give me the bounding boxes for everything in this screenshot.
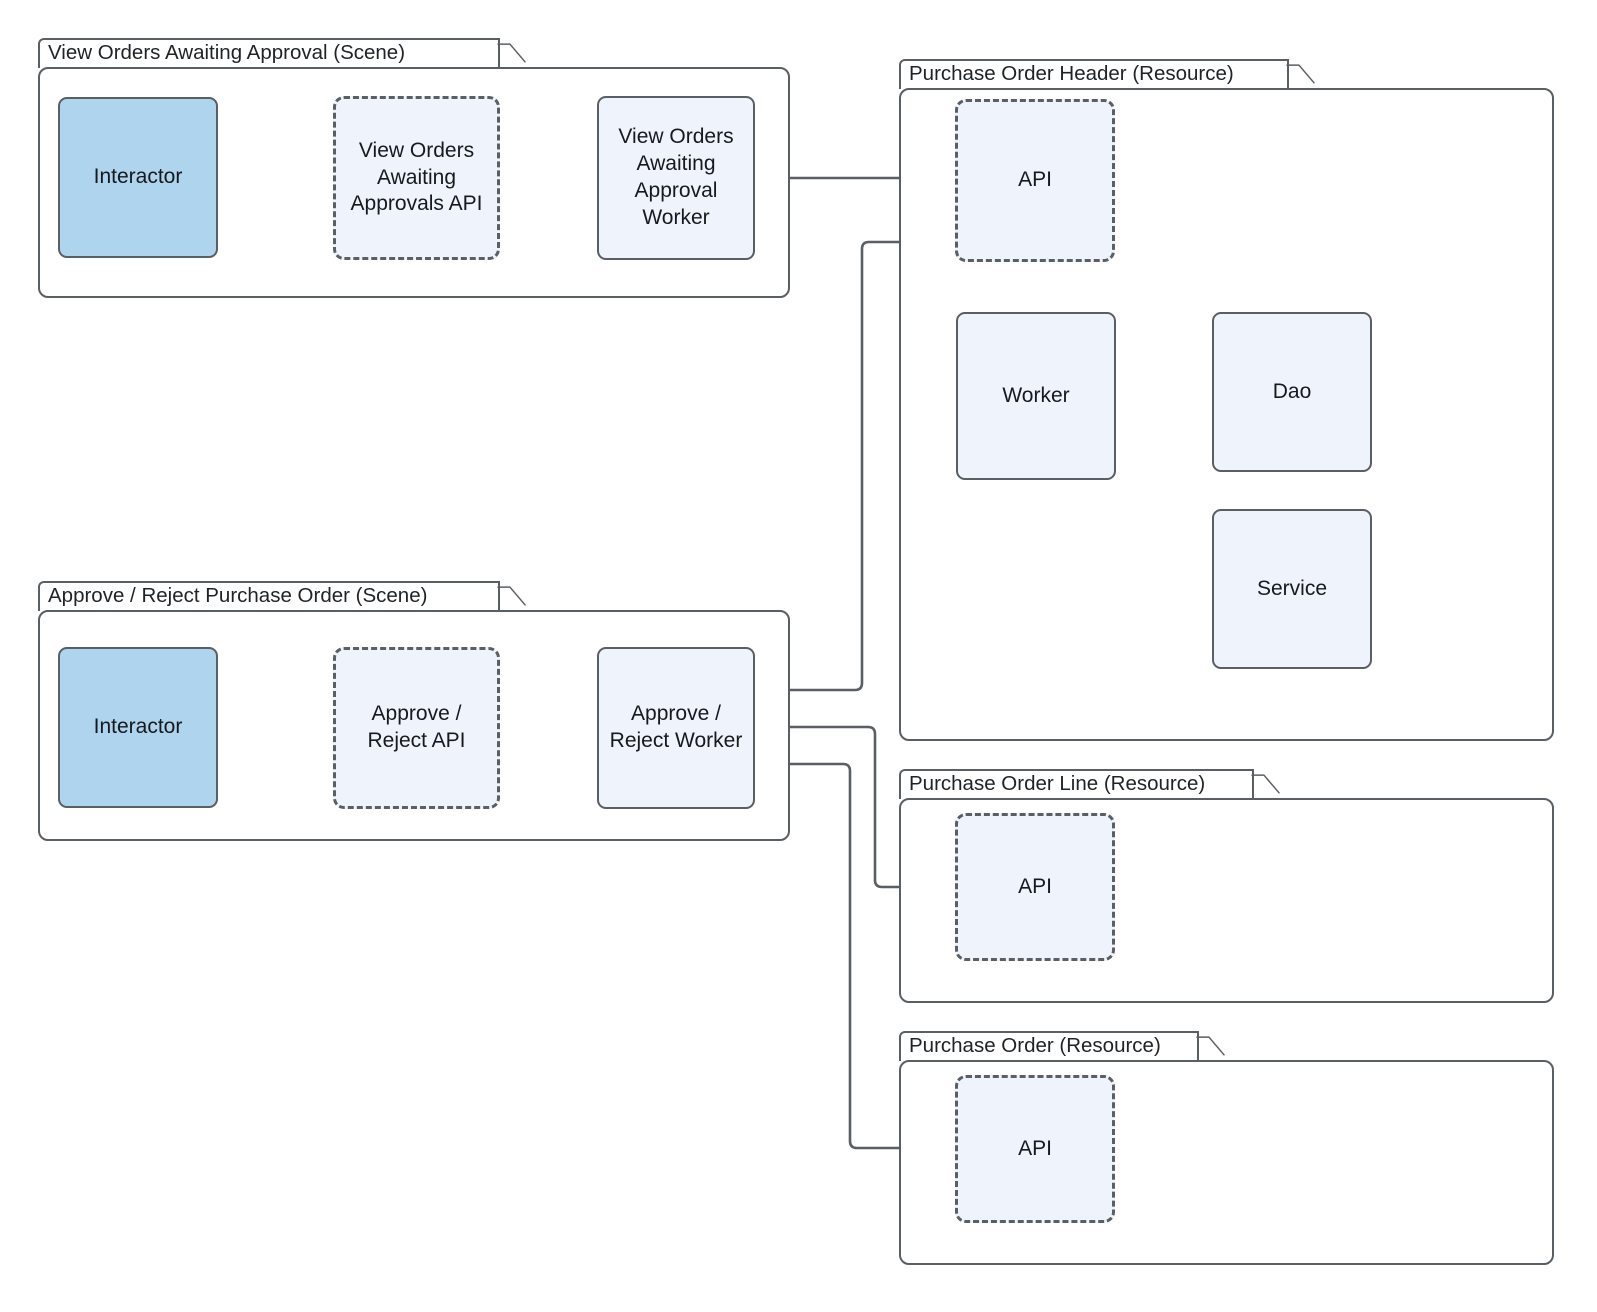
node-po-line-api[interactable]: API [955, 813, 1115, 961]
group-tab-slant-view-orders [497, 43, 526, 63]
node-label: API [1018, 168, 1052, 192]
node-po-header-api[interactable]: API [955, 99, 1115, 262]
node-label: View Orders Awaiting Approval Worker [618, 125, 734, 229]
node-approve-reject-worker[interactable]: Approve / Reject Worker [597, 647, 755, 809]
node-label: Approve / Reject API [367, 702, 466, 752]
group-tab-po-resource [899, 1031, 1199, 1061]
node-view-orders-worker[interactable]: View Orders Awaiting Approval Worker [597, 96, 755, 260]
group-tab-po-line-resource [899, 769, 1254, 799]
node-po-header-service[interactable]: Service [1212, 509, 1372, 669]
node-po-header-worker[interactable]: Worker [956, 312, 1116, 480]
group-title-approve-reject-scene: Approve / Reject Purchase Order (Scene) [48, 584, 428, 607]
node-po-header-dao[interactable]: Dao [1212, 312, 1372, 472]
node-label: View Orders Awaiting Approvals API [350, 138, 483, 216]
node-approve-reject-api[interactable]: Approve / Reject API [333, 647, 500, 809]
group-title-po-resource: Purchase Order (Resource) [909, 1034, 1161, 1057]
node-label: Service [1256, 576, 1328, 600]
group-title-view-orders-scene: View Orders Awaiting Approval (Scene) [48, 41, 406, 64]
node-label: API [1018, 1136, 1052, 1160]
node-approve-reject-interactor[interactable]: Interactor [58, 647, 218, 808]
group-tab-po-header-resource [899, 59, 1289, 89]
node-label: Worker [1002, 383, 1070, 407]
group-tab-slant-po-line [1251, 774, 1280, 794]
node-view-orders-interactor[interactable]: Interactor [58, 97, 218, 258]
group-tab-slant-po-header [1286, 64, 1315, 84]
group-tab-slant-approve-reject [497, 586, 526, 606]
node-po-api[interactable]: API [955, 1075, 1115, 1223]
node-label: Interactor [93, 715, 183, 739]
node-label: Dao [1272, 379, 1312, 403]
node-label: API [1018, 874, 1052, 898]
group-tab-approve-reject-scene [38, 581, 500, 611]
node-view-orders-api[interactable]: View Orders Awaiting Approvals API [333, 96, 500, 260]
group-tab-view-orders-scene [38, 38, 500, 68]
group-tab-slant-po [1196, 1036, 1225, 1056]
group-title-po-line-resource: Purchase Order Line (Resource) [909, 772, 1206, 795]
node-label: Interactor [93, 165, 183, 189]
node-label: Approve / Reject Worker [609, 702, 743, 752]
group-title-po-header-resource: Purchase Order Header (Resource) [909, 62, 1234, 85]
